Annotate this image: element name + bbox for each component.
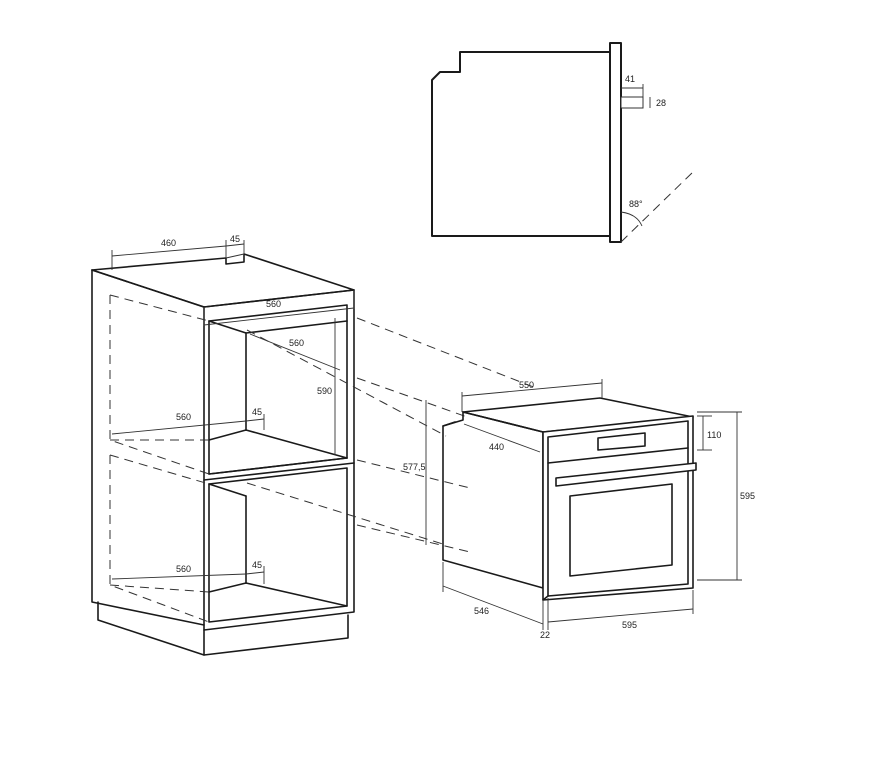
side-view-front-panel bbox=[609, 42, 622, 243]
dim-line-440 bbox=[463, 423, 541, 453]
label-oven-front-height: 595 bbox=[740, 491, 755, 501]
label-oven-front-width: 595 bbox=[622, 620, 637, 630]
cabinet-top bbox=[91, 253, 355, 308]
hidden-edge-upper bbox=[109, 295, 210, 475]
oven-body-side bbox=[442, 411, 544, 589]
cabinet: 460 45 560 560 590 560 45 560 45 bbox=[91, 234, 355, 656]
label-side-handle: 28 bbox=[656, 98, 666, 108]
side-view-handle bbox=[620, 96, 644, 109]
oven: 550 440 577,5 110 595 546 22 595 bbox=[403, 379, 755, 640]
label-cab-mid-gap: 45 bbox=[252, 407, 262, 417]
cabinet-left-side bbox=[91, 269, 205, 626]
side-view: 41 28 88° bbox=[431, 42, 696, 243]
label-oven-body-depth: 440 bbox=[489, 442, 504, 452]
label-side-angle: 88° bbox=[629, 199, 643, 209]
label-cab-top-depth: 460 bbox=[161, 238, 176, 248]
dim-line-560-mid bbox=[111, 420, 247, 435]
label-oven-panel-height: 110 bbox=[707, 430, 721, 440]
label-cab-top-gap: 45 bbox=[230, 234, 240, 244]
tilt-line bbox=[620, 169, 696, 243]
label-oven-body-height: 577,5 bbox=[403, 462, 426, 472]
label-cab-niche-height: 590 bbox=[317, 386, 332, 396]
dim-line-460 bbox=[111, 245, 227, 257]
label-oven-width-top: 550 bbox=[519, 380, 534, 390]
dim-line-560-width bbox=[203, 307, 355, 326]
side-view-body bbox=[431, 51, 613, 237]
control-panel-line bbox=[547, 447, 689, 464]
oven-front bbox=[542, 415, 694, 601]
dim-line-560-bottom bbox=[111, 573, 247, 580]
label-side-depth: 41 bbox=[625, 74, 635, 84]
assembly-guides bbox=[246, 317, 537, 553]
label-cab-bot-depth: 560 bbox=[176, 564, 191, 574]
dim-line-595-width bbox=[547, 608, 694, 623]
oven-handle bbox=[555, 462, 697, 487]
angle-arc bbox=[620, 211, 643, 227]
label-cab-mid-depth: 560 bbox=[176, 412, 191, 422]
oven-display bbox=[597, 432, 646, 451]
label-cab-bot-gap: 45 bbox=[252, 560, 262, 570]
label-cab-inner-width: 560 bbox=[266, 299, 281, 309]
cabinet-front-outer bbox=[203, 289, 355, 631]
dim-line-546 bbox=[442, 585, 544, 625]
oven-window bbox=[569, 483, 673, 577]
dim-line-550 bbox=[461, 382, 603, 397]
label-oven-depth-bottom: 546 bbox=[474, 606, 489, 616]
label-cab-inner-depth: 560 bbox=[289, 338, 304, 348]
label-oven-front-thickness: 22 bbox=[540, 630, 550, 640]
